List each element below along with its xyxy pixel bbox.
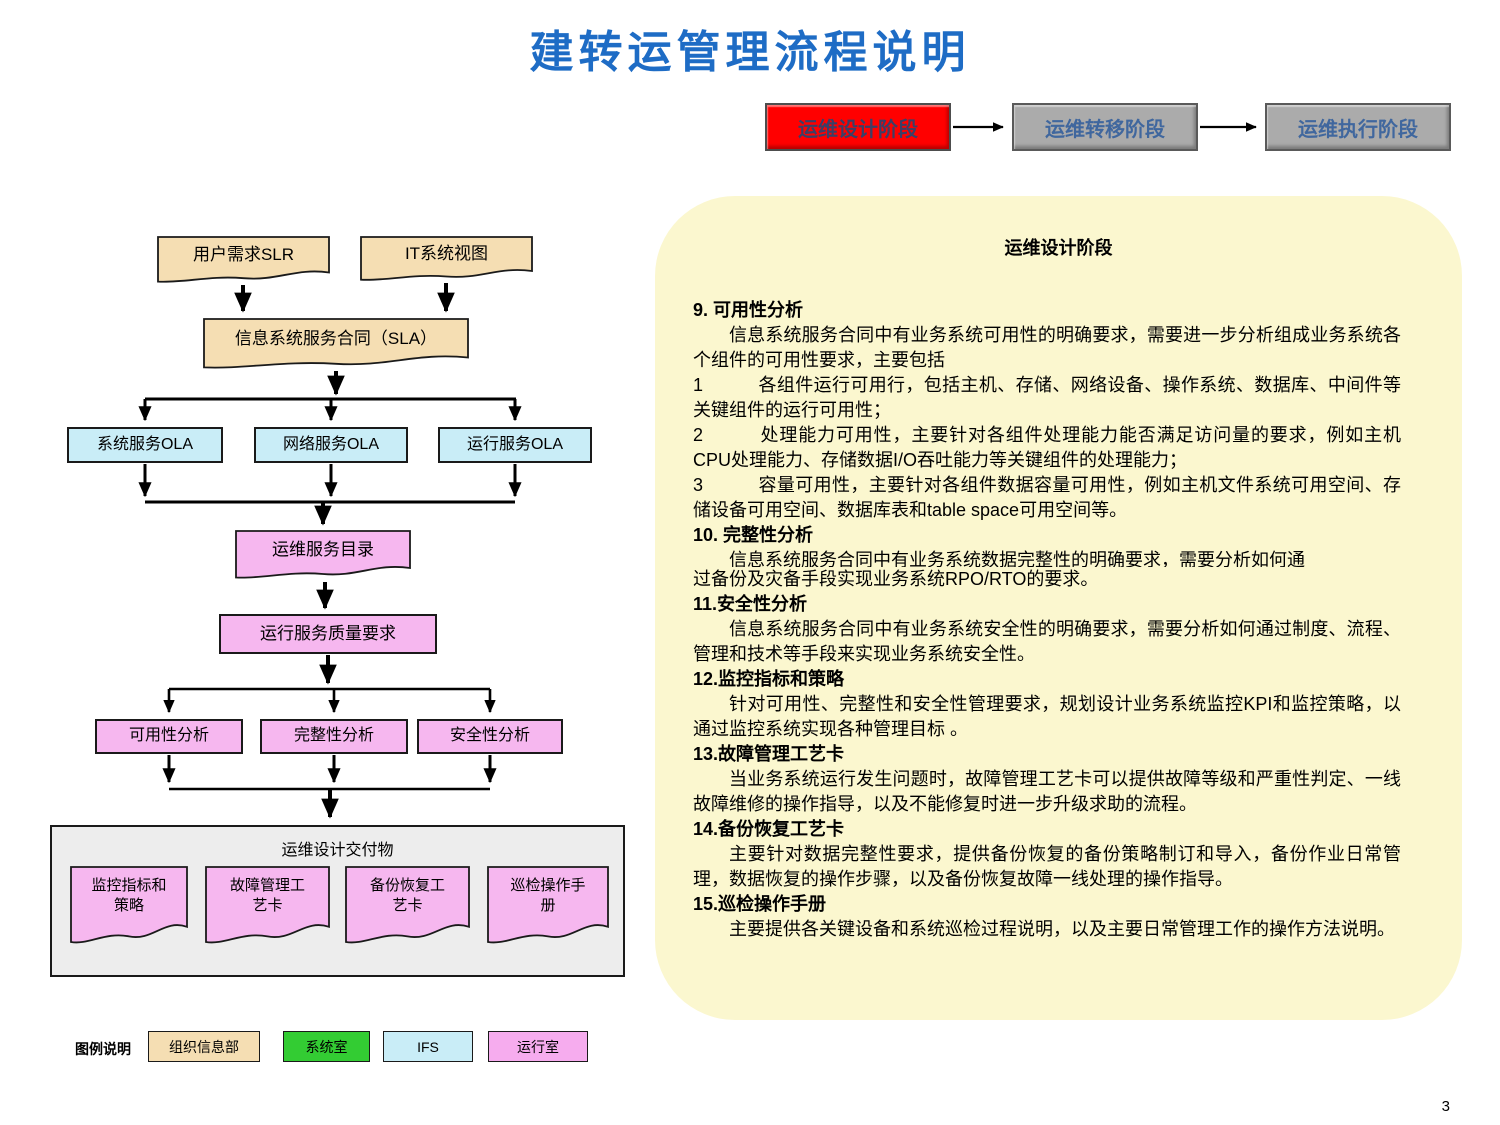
legend-item-org-info-dept-label: 组织信息部 bbox=[169, 1038, 239, 1055]
section-11-body: 信息系统服务合同中有业务系统安全性的明确要求，需要分析如何通过制度、流程、管理和… bbox=[693, 619, 1401, 664]
node-user-requirement-slr: 用户需求SLR bbox=[157, 236, 330, 284]
legend-item-system-room: 系统室 bbox=[283, 1031, 370, 1062]
section-10-continuation: 过备份及灾备手段实现业务系统RPO/RTO的要求。 bbox=[693, 569, 1099, 589]
stage-design-label: 运维设计阶段 bbox=[798, 118, 918, 141]
deliverable-inspection-doc: 巡检操作手册 bbox=[487, 866, 609, 946]
node-system-service-ola: 系统服务OLA bbox=[67, 427, 223, 463]
section-15-heading: 15.巡检操作手册 bbox=[693, 894, 827, 914]
node-operation-service-ola: 运行服务OLA bbox=[438, 427, 592, 463]
node-it-system-view: IT系统视图 bbox=[360, 236, 533, 282]
node-network-service-ola-label: 网络服务OLA bbox=[282, 435, 380, 453]
node-security-analysis-label: 安全性分析 bbox=[449, 727, 530, 745]
stage-execution-label: 运维执行阶段 bbox=[1298, 118, 1418, 141]
section-10-clipped-line: 信息系统服务合同中有业务系统数据完整性的明确要求，需要分析如何通 bbox=[729, 550, 1305, 567]
node-integrity-analysis-label: 完整性分析 bbox=[293, 727, 374, 745]
section-13-heading: 13.故障管理工艺卡 bbox=[693, 744, 845, 764]
section-12-heading: 12.监控指标和策略 bbox=[693, 669, 845, 689]
panel-title: 运维设计阶段 bbox=[1004, 238, 1113, 258]
legend-item-operation-room: 运行室 bbox=[488, 1031, 588, 1062]
node-network-service-ola: 网络服务OLA bbox=[254, 427, 408, 463]
section-9-intro: 信息系统服务合同中有业务系统可用性的明确要求，需要进一步分析组成业务系统各个组件… bbox=[693, 325, 1401, 370]
document-shape bbox=[70, 866, 188, 944]
node-availability-analysis-label: 可用性分析 bbox=[128, 727, 209, 745]
node-availability-analysis: 可用性分析 bbox=[95, 719, 243, 754]
section-11-heading: 11.安全性分析 bbox=[693, 594, 808, 614]
legend-item-operation-room-label: 运行室 bbox=[517, 1038, 559, 1055]
node-sla-contract-label: 信息系统服务合同（SLA） bbox=[234, 329, 438, 349]
node-operation-service-ola-label: 运行服务OLA bbox=[466, 435, 564, 453]
stage-execution: 运维执行阶段 bbox=[1265, 103, 1451, 151]
node-service-catalog: 运维服务目录 bbox=[235, 530, 411, 580]
section-9-item-3: 3 容量可用性，主要针对各组件数据容量可用性，例如主机文件系统可用空间、存储设备… bbox=[693, 475, 1401, 520]
node-security-analysis: 安全性分析 bbox=[417, 719, 563, 754]
node-sla-contract: 信息系统服务合同（SLA） bbox=[203, 318, 469, 370]
legend-item-ifs-label: IFS bbox=[417, 1038, 439, 1055]
section-9-heading: 9. 可用性分析 bbox=[693, 300, 804, 320]
section-14-heading: 14.备份恢复工艺卡 bbox=[693, 819, 845, 839]
section-10-clipped-line-wrap: 信息系统服务合同中有业务系统数据完整性的明确要求，需要分析如何通 bbox=[693, 548, 1401, 567]
deliverable-monitoring-label: 监控指标和策略 bbox=[91, 877, 167, 914]
deliverables-title: 运维设计交付物 bbox=[281, 842, 394, 859]
node-user-requirement-slr-label: 用户需求SLR bbox=[192, 245, 295, 265]
document-shape bbox=[203, 318, 469, 369]
document-shape bbox=[345, 866, 470, 944]
document-shape bbox=[360, 236, 533, 281]
legend-item-ifs: IFS bbox=[383, 1031, 473, 1062]
deliverable-fault-doc: 故障管理工艺卡 bbox=[205, 866, 330, 946]
deliverable-backup-doc: 备份恢复工艺卡 bbox=[345, 866, 470, 946]
legend-label: 图例说明 bbox=[75, 1041, 131, 1057]
section-9-item-2: 2 处理能力可用性，主要针对各组件处理能力能否满足访问量的要求，例如主机CPU处… bbox=[693, 425, 1401, 470]
deliverable-fault-label: 故障管理工艺卡 bbox=[229, 877, 305, 914]
page-number: 3 bbox=[1441, 1098, 1450, 1115]
stage-transfer-label: 运维转移阶段 bbox=[1045, 118, 1165, 141]
section-14-body: 主要针对数据完整性要求，提供备份恢复的备份策略制订和导入，备份作业日常管理，数据… bbox=[693, 844, 1401, 889]
node-service-quality-requirement-label: 运行服务质量要求 bbox=[260, 624, 396, 644]
stage-design: 运维设计阶段 bbox=[765, 103, 951, 151]
stage-transfer: 运维转移阶段 bbox=[1012, 103, 1198, 151]
section-13-body: 当业务系统运行发生问题时，故障管理工艺卡可以提供故障等级和严重性判定、一线故障维… bbox=[693, 769, 1401, 814]
document-shape bbox=[157, 236, 330, 283]
deliverable-inspection-label: 巡检操作手册 bbox=[510, 877, 586, 914]
node-integrity-analysis: 完整性分析 bbox=[260, 719, 408, 754]
section-15-body: 主要提供各关键设备和系统巡检过程说明，以及主要日常管理工作的操作方法说明。 bbox=[729, 919, 1395, 939]
explanation-panel: 运维设计阶段 9. 可用性分析 信息系统服务合同中有业务系统可用性的明确要求，需… bbox=[655, 196, 1462, 1020]
node-service-catalog-label: 运维服务目录 bbox=[272, 540, 374, 560]
section-10-heading: 10. 完整性分析 bbox=[693, 525, 814, 545]
section-9-item-1: 1 各组件运行可用行，包括主机、存储、网络设备、操作系统、数据库、中间件等关键组… bbox=[693, 375, 1401, 420]
node-it-system-view-label: IT系统视图 bbox=[404, 244, 489, 264]
document-shape bbox=[487, 866, 609, 944]
deliverable-monitoring-doc: 监控指标和策略 bbox=[70, 866, 188, 946]
panel-body: 9. 可用性分析 信息系统服务合同中有业务系统可用性的明确要求，需要进一步分析组… bbox=[693, 298, 1401, 942]
legend-item-org-info-dept: 组织信息部 bbox=[148, 1031, 260, 1062]
node-service-quality-requirement: 运行服务质量要求 bbox=[219, 614, 437, 654]
document-shape bbox=[205, 866, 330, 944]
deliverable-backup-label: 备份恢复工艺卡 bbox=[369, 877, 445, 914]
section-12-body: 针对可用性、完整性和安全性管理要求，规划设计业务系统监控KPI和监控策略，以通过… bbox=[693, 694, 1401, 739]
node-system-service-ola-label: 系统服务OLA bbox=[96, 435, 194, 453]
page-title: 建转运管理流程说明 bbox=[529, 28, 971, 77]
legend-item-system-room-label: 系统室 bbox=[305, 1038, 348, 1055]
document-shape bbox=[235, 530, 411, 579]
